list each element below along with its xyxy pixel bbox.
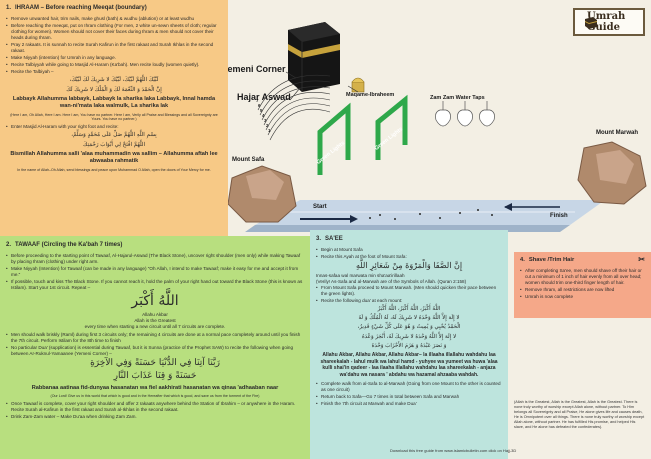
label-mount-marwah: Mount Marwah [596,130,638,136]
ihraam-title: 1.IHRAAM – Before reaching Meeqat (bound… [6,5,147,11]
rabbana-arabic-1: رَبَّنَا آتِنَا فِي الدُّنْيَا حَسَنَةً … [90,358,220,369]
green-light-post-2 [375,94,408,160]
tawaaf-panel: 2.TAWAAF (Circling the Ka'bah 7 times) B… [0,236,310,459]
circuit-number-2: 2 [266,123,269,128]
entry-dua-transliteration: Bismillah Allahumma salli 'alaa muhammad… [10,150,218,165]
talbiyah-arabic-2: إِنَّ الْحَمْدَ وَ النِّعْمَةَ لَكَ وَ ا… [66,86,162,93]
saee-dua-transliteration: Allahu Akbar, Allahu Akbar, Allahu Akbar… [320,352,498,378]
list-item: Drink Zam-Zam water – Make Du'aa when dr… [6,414,304,420]
talbiyah-transliteration: Labbayk Allahumma labbayk, Labbayk la sh… [12,95,216,110]
dua-arabic-line: اللَّهُ أَكْبَرُ، اللَّهُ أَكْبَرُ، اللَ… [377,305,441,312]
title-text: Umrah Guide [587,11,626,33]
circuit-number-5: 5 [260,108,263,113]
takbir-meaning: Allah is the Greatest [134,317,176,323]
list-item: Recite Talbiyyah while going to Masjid A… [6,62,222,68]
green-light-post-1 [317,102,351,175]
dua-arabic-line: وَ نَصَرَ عَبْدَهُ وَ هَزَمَ الأَحْزَابَ… [371,342,447,349]
list-item: Recite this Ayah at the foot of Mount Sa… [316,254,502,260]
ayah-meaning: (Verily! As-Safa and al-Marwah are of th… [316,278,467,284]
list-item: After completing Sa'ee, men should shave… [520,268,645,286]
list-item: Once Tawaaf is complete, cover your righ… [6,401,304,413]
list-item: No particular Dua' (supplication) is ess… [6,345,304,357]
list-item: Pray 2 rakaats. It is sunnah to recite S… [6,42,222,54]
circuit-number-7: 7 [256,98,259,103]
label-mount-safa: Mount Safa [232,157,265,163]
dua-arabic-line: لا إِلَهَ إِلاَّ اللَّهُ وَحْدَهُ لا شَر… [358,315,460,322]
list-item: Finish the 7th circuit at Marwah and mak… [316,401,502,407]
list-item: Before reaching the meeqat, put on Ihram… [6,23,222,41]
list-item: If possible, touch and kiss The Black St… [6,279,304,291]
ayah-transliteration: Innas-safaa wal marwata min sha'aa'irill… [316,272,405,278]
list-item: Complete walk from al-Safa to al-Marwah … [316,381,502,393]
label-hajar-aswad: Hajar Aswad [237,92,291,102]
saee-panel: 3.SA'EE Begin at Mount Safa Recite this … [310,230,508,459]
label-start: Start [313,204,327,210]
talbiyah-arabic-1: لَبَّيْكَ اللَّهُمَّ لَبَّيْكَ، لَبَّيْك… [69,77,159,84]
zamzam-taps-icon [435,101,495,127]
takbir-note: every time when starting a new circuit u… [84,323,226,329]
circuit-number-3: 3 [264,118,267,123]
ihraam-panel: 1.IHRAAM – Before reaching Meeqat (bound… [0,0,228,243]
list-item: Recite the Talbiyah – [6,69,222,75]
rabbana-transliteration: Rabbanaa aatinaa fid-dunyaa hasanatan wa… [31,384,279,391]
list-item: Umrah is now complete [520,294,645,300]
maqame-ibraheem-icon [351,77,365,93]
circuit-number-4: 4 [262,113,265,118]
list-item: From Mount Safa proceed to Mount Marwah.… [316,285,502,297]
kaaba-logo-icon [585,17,597,29]
list-item: Recite the following dua' at each mount: [316,298,502,304]
footer-download-text: Download this free guide from www.islami… [390,448,517,453]
list-item: Begin at Mount Safa [316,247,502,253]
list-item: Make Niyyah (Intention) for Tawaaf (can … [6,266,304,278]
dua-arabic-line: لا إِلَهَ إِلاَّ اللَّهُ وَحْدَهُ لا شَر… [361,333,457,340]
list-item: Remove Ihram, all restrictions are now l… [520,287,645,293]
label-zamzam: Zam Zam Water Taps [430,95,485,101]
tawaaf-title: 2.TAWAAF (Circling the Ka'bah 7 times) [6,242,123,248]
scissors-icon: ✂ [638,255,645,264]
rabbana-arabic-2: حَسَنَةً وَ قِنَا عَذَابَ النَّارِ [113,371,197,382]
circuit-number-1: 1 [268,128,271,133]
saee-dua-arabic: اللَّهُ أَكْبَرُ، اللَّهُ أَكْبَرُ، اللَ… [316,306,502,350]
label-maqame-ibraheem: Maqame-Ibraheem [346,92,395,98]
shave-panel: 4.Shave /Trim Hair ✂ After completing Sa… [514,252,651,318]
list-item: Remove unwanted hair, trim nails, make g… [6,16,222,22]
list-item: Enter Masjid Al-Haram with your right fo… [6,124,222,130]
circuit-number-6: 6 [258,103,261,108]
tawaf-circuits [257,74,331,141]
entry-dua-meaning: In the name of Allah–Oh Allah, send bles… [17,167,211,172]
talbiyah-meaning: (Here I am, Oh Allah, Here I am. Here I … [10,112,218,122]
rabbana-meaning: (Our Lord! Give us in this world that wh… [50,394,260,399]
page-title: Umrah Guide [573,8,645,36]
saee-title: 3.SA'EE [316,236,343,242]
list-item: Before proceeding to the starting point … [6,253,304,265]
ihraam-bullets: Remove unwanted hair, trim nails, make g… [6,16,222,76]
takbir-arabic: اللَّهُ أَكْبَر [131,293,179,310]
label-yemeni-corner: Yemeni Corner [222,64,286,74]
shave-title: 4.Shave /Trim Hair ✂ [520,255,645,264]
list-item: Men should walk briskly (Raml) during fi… [6,332,304,344]
entry-dua-arabic-2: اللَّهُمَّ افْتَحْ لِي أَبْوَابَ رَحْمَت… [83,141,145,148]
label-finish: Finish [550,213,568,219]
list-item: Make Niyyah (intention) for Umrah in any… [6,55,222,61]
dua-arabic-line: الْحَمْدُ يُحْيِي وَ يُمِيتُ وَ هُوَ عَل… [357,324,461,331]
entry-dua-arabic-1: بِسْمِ اللَّهِ اللَّهُمَّ صَلِّ عَلَى مُ… [71,132,157,139]
list-item: Return back to Safa—Go 7 times in total … [316,394,502,400]
ayah-arabic: إِنَّ الصَّفَا وَالْمَرْوَةَ مِنْ شَعَائ… [355,261,463,271]
takbir-transliteration: Allahu Akbar [142,311,168,317]
saee-dua-meaning: (Allah is the Greatest, Allah is the Gre… [514,400,645,429]
